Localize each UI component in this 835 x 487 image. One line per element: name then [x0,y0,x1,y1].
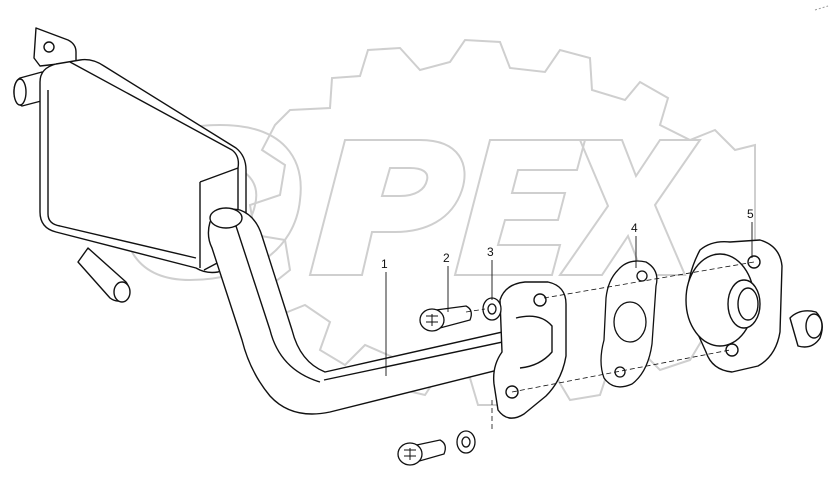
callout-label-5: 5 [747,207,754,221]
reservoir-tab-hole [43,41,55,53]
pipe-part-1 [207,207,567,419]
reservoir-tank [13,27,247,303]
alignment-lines [465,261,755,432]
watermark-letter-x [558,139,702,276]
watermark-letter-e [453,139,587,276]
washer-part-3 [482,297,502,321]
reservoir-mounting-tab [33,27,77,67]
bolt-part-2 [419,305,472,332]
callout-label-1: 1 [381,257,388,271]
pipe-flange [492,281,567,419]
gasket-part-4 [600,260,658,388]
corner-mark [814,5,829,11]
callout-leaders [385,222,753,376]
callout-label-2: 2 [443,251,450,265]
bolt-lower [397,439,446,466]
washer-lower [456,430,476,454]
callout-label-4: 4 [631,221,638,235]
housing-part-5 [685,239,823,373]
watermark-letter-p [308,139,466,276]
callout-label-3: 3 [487,245,494,259]
